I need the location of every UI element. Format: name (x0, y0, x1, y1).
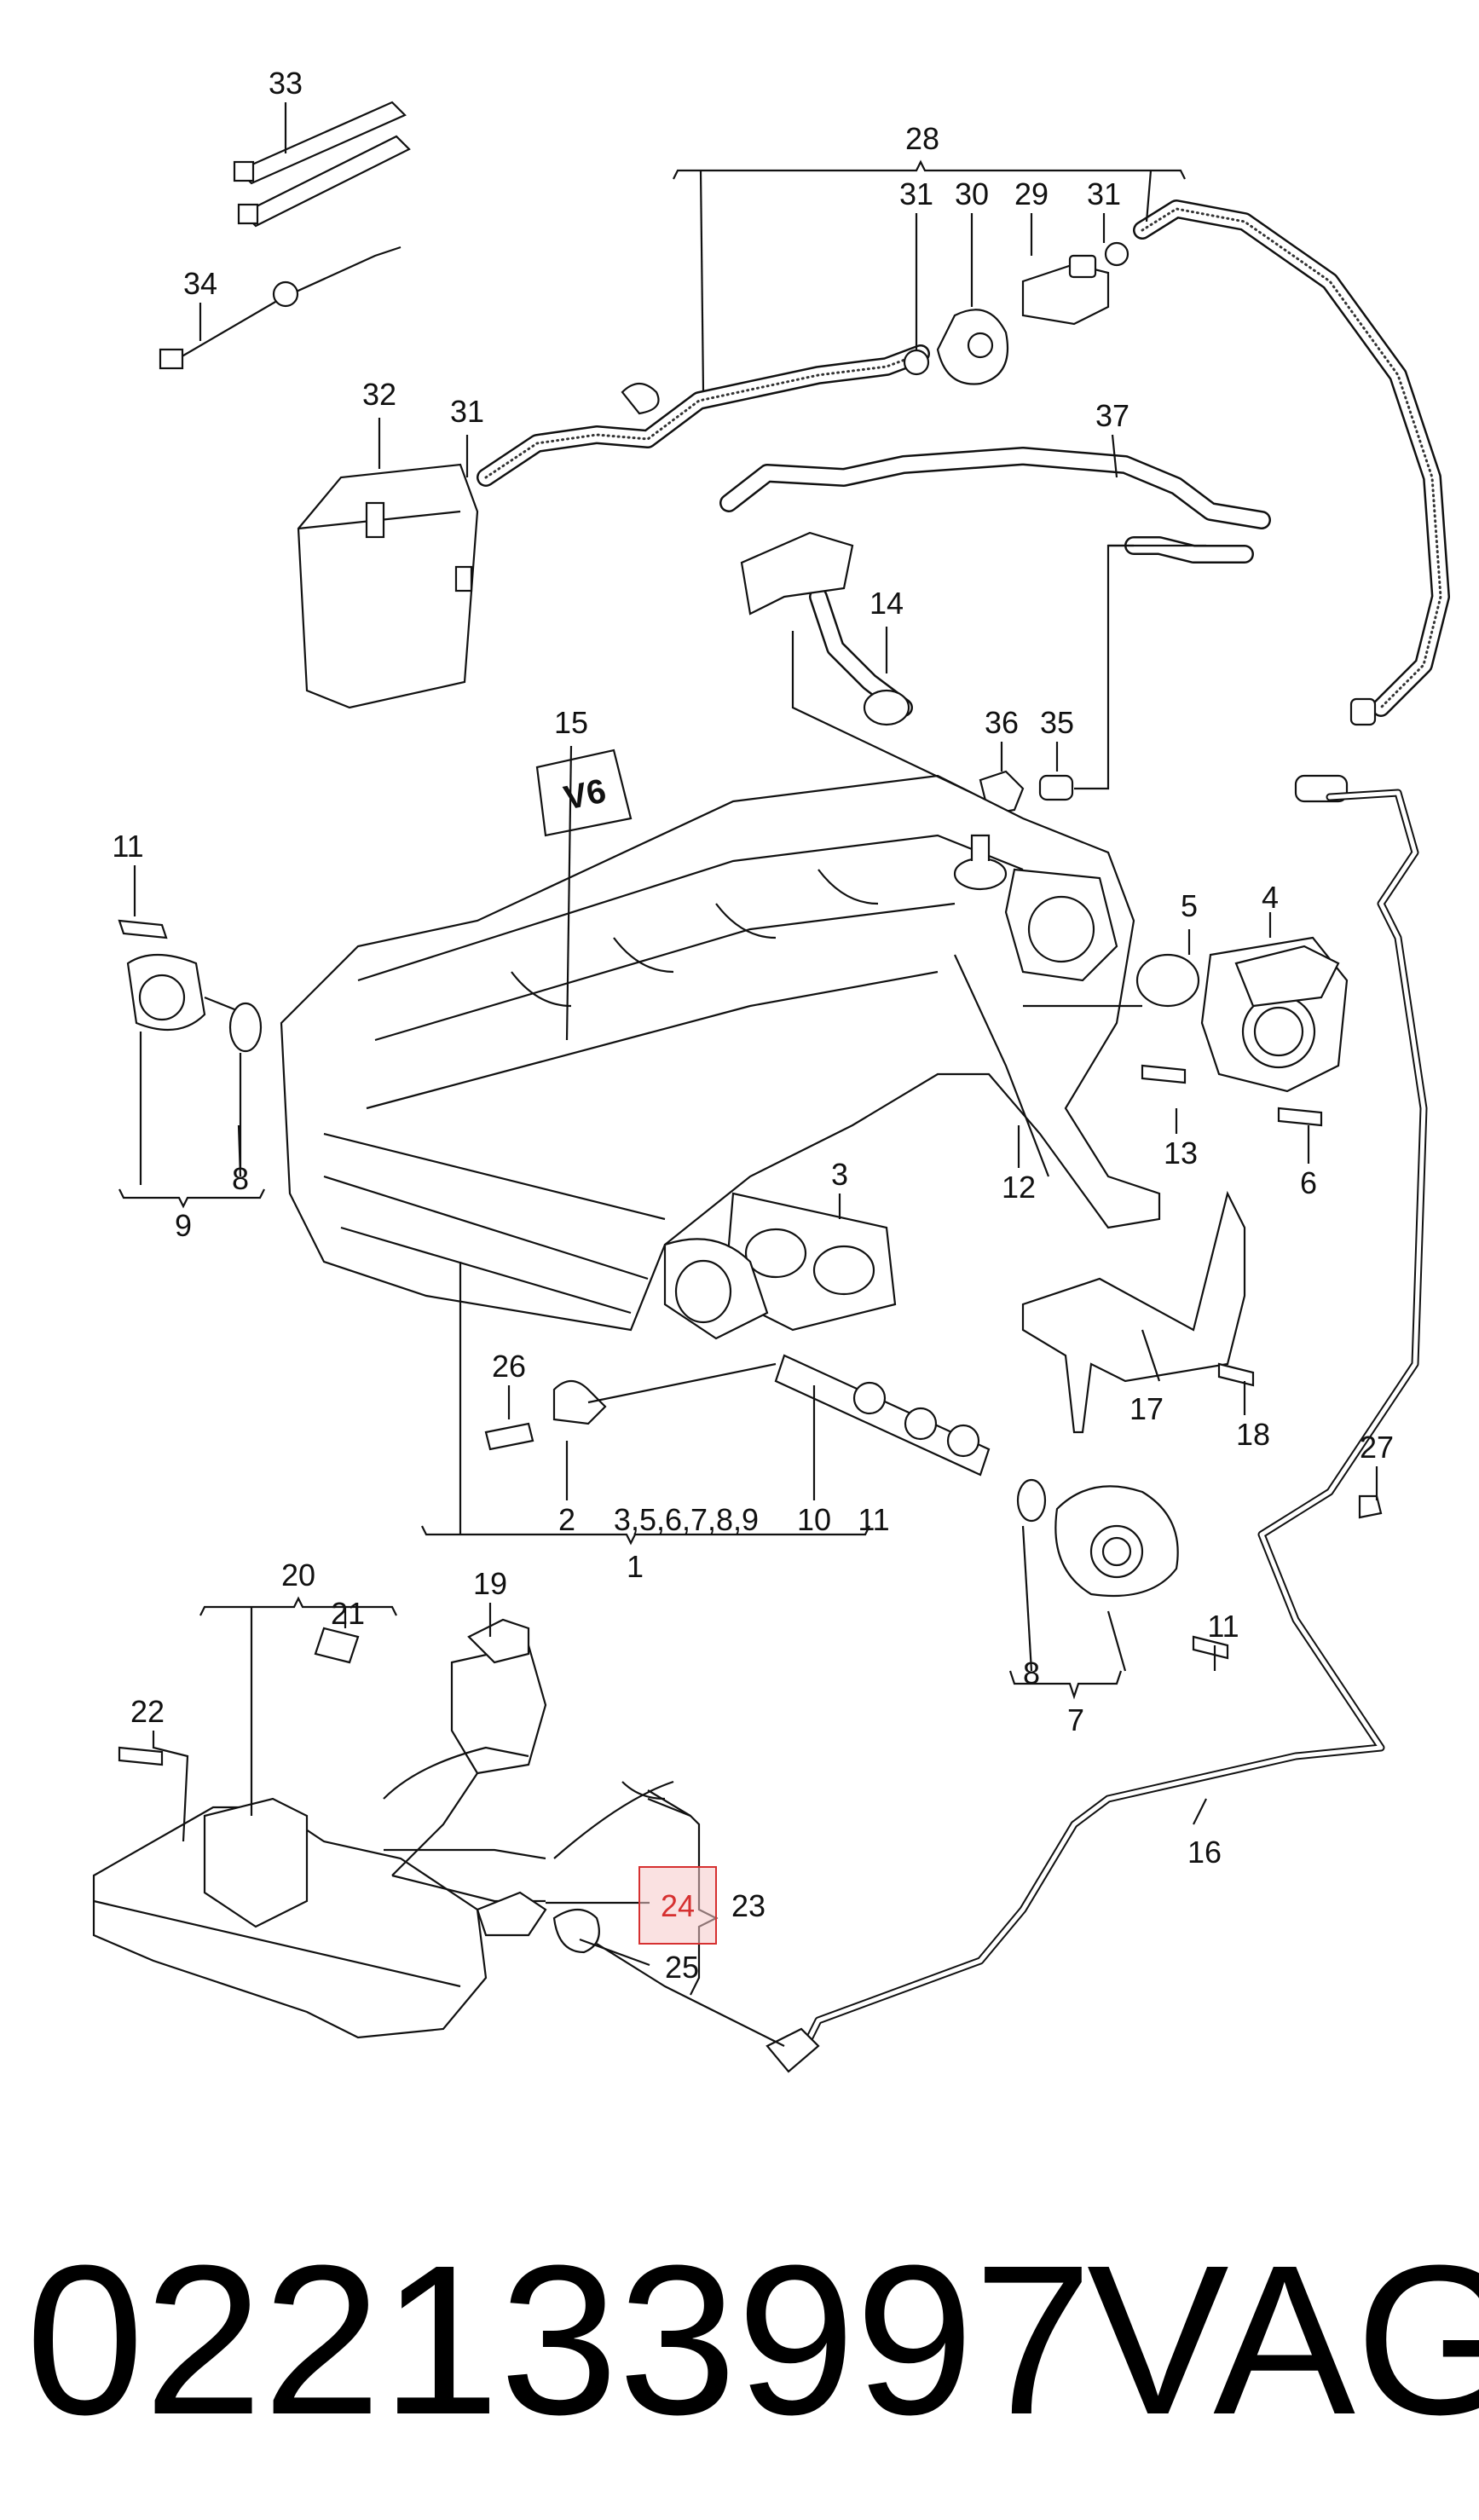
hose-clamp (903, 349, 930, 376)
callout-25: 25 (665, 1950, 699, 1985)
nonreturn-valve (552, 1908, 600, 1954)
callout-28: 28 (905, 121, 939, 156)
callout-31: 31 (899, 176, 933, 211)
callout-22: 22 (130, 1694, 165, 1729)
hose-end-fitting (1349, 697, 1377, 726)
o-ring (1135, 953, 1200, 1008)
callout-32: 32 (362, 377, 396, 412)
bracket (1021, 1190, 1255, 1434)
purge-valve-group (903, 241, 1129, 385)
part-number: 022133997 (26, 2221, 1093, 2459)
callout-33: 33 (269, 66, 303, 101)
callout-31: 31 (450, 394, 484, 429)
callout-4: 4 (1262, 880, 1279, 915)
leader-lines (118, 102, 1378, 1996)
vacuum-pipe (765, 789, 1428, 2073)
v6-emblem (535, 748, 633, 837)
charcoal-canister (297, 463, 479, 709)
callout-8: 8 (1023, 1656, 1040, 1691)
callout-labels: 33 34 32 31 28 31 30 29 31 37 14 15 36 3… (112, 66, 1394, 1985)
callout-19: 19 (473, 1566, 507, 1601)
left-actuator (118, 919, 263, 1185)
callout-17: 17 (1129, 1391, 1164, 1426)
callout-6: 6 (1300, 1165, 1317, 1200)
callout-29: 29 (1014, 176, 1049, 211)
highlight-box-24 (638, 1866, 717, 1945)
callout-30: 30 (955, 176, 989, 211)
callout-2: 2 (558, 1502, 575, 1537)
breather-hose (719, 447, 1271, 726)
callout-9: 9 (175, 1208, 192, 1243)
callout-31: 31 (1087, 176, 1121, 211)
callout-24: 24 (661, 1888, 695, 1923)
gasket-and-shaft (484, 1192, 991, 1477)
callout-14: 14 (869, 586, 904, 621)
solenoid-valve (383, 1618, 785, 2047)
cable-ties (159, 101, 411, 370)
throttle-body (1135, 936, 1349, 1127)
callout-26: 26 (492, 1349, 526, 1384)
engine-cover-lower (92, 1627, 488, 2039)
callout-36: 36 (985, 705, 1019, 740)
callout-16: 16 (1187, 1835, 1222, 1870)
tee-fitting (476, 1891, 547, 1937)
callout-27: 27 (1360, 1430, 1394, 1465)
right-actuator (1016, 1478, 1229, 1672)
callout-3-5-6-7-8-9: 3,5,6,7,8,9 (614, 1502, 759, 1537)
brand-label: VAG (1087, 2221, 1479, 2459)
plug-21 (314, 1627, 360, 1664)
callout-5: 5 (1181, 888, 1198, 923)
hose-clamp (1104, 241, 1129, 267)
callout-12: 12 (1002, 1170, 1036, 1205)
callout-1: 1 (627, 1549, 644, 1584)
callout-11: 11 (112, 829, 143, 864)
pipe-clip (1358, 1494, 1383, 1519)
small-fittings (979, 770, 1349, 816)
callout-37: 37 (1095, 398, 1129, 433)
callout-23: 23 (731, 1888, 765, 1923)
callout-34: 34 (183, 266, 217, 301)
callout-21: 21 (331, 1596, 365, 1631)
callout-3: 3 (831, 1157, 848, 1192)
callout-11: 11 (858, 1502, 889, 1537)
v6-emblem-text: V6 (561, 772, 610, 818)
callout-10: 10 (797, 1502, 831, 1537)
pcv-valve (740, 531, 854, 616)
callout-20: 20 (281, 1558, 315, 1592)
callout-13: 13 (1164, 1136, 1198, 1170)
callout-7: 7 (1067, 1702, 1084, 1737)
exploded-parts-diagram: V6 (92, 66, 1450, 2073)
callout-35: 35 (1040, 705, 1074, 740)
callout-8: 8 (232, 1161, 249, 1196)
callout-18: 18 (1236, 1417, 1270, 1452)
callout-15: 15 (554, 705, 588, 740)
actuator-shaft (774, 1354, 991, 1477)
callout-11: 11 (1207, 1609, 1239, 1644)
hose-clip (621, 382, 660, 415)
vacuum-hose-assembly (477, 199, 1450, 726)
